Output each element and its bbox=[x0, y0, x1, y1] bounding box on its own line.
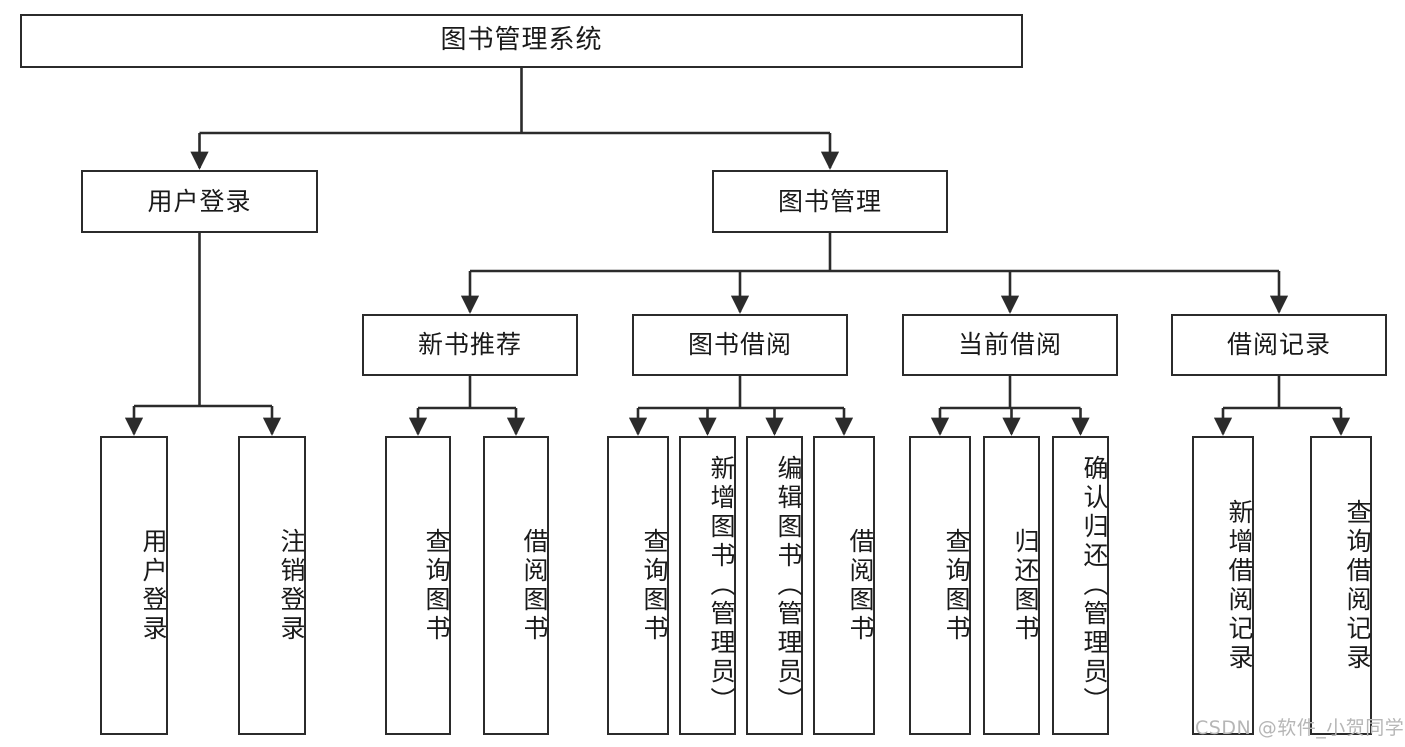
leaf-label: 确认归还（管理员） bbox=[1080, 455, 1109, 716]
level3-node-2[interactable]: 当前借阅 bbox=[902, 314, 1118, 376]
csdn-watermark: CSDN @软件_小贺同学 bbox=[1195, 717, 1405, 739]
leaf-label: 借阅图书 bbox=[520, 527, 549, 644]
leaf-label: 编辑图书（管理员） bbox=[774, 455, 803, 716]
level3-node-3[interactable]: 借阅记录 bbox=[1171, 314, 1387, 376]
leaf-node-4[interactable]: 查询图书 bbox=[607, 436, 669, 735]
leaf-node-1[interactable]: 注销登录 bbox=[238, 436, 306, 735]
leaf-label: 用户登录 bbox=[139, 527, 168, 644]
leaf-label: 注销登录 bbox=[277, 527, 306, 644]
leaf-node-12[interactable]: 查询借阅记录 bbox=[1310, 436, 1372, 735]
leaf-node-10[interactable]: 确认归还（管理员） bbox=[1052, 436, 1109, 735]
leaf-node-3[interactable]: 借阅图书 bbox=[483, 436, 549, 735]
leaf-label: 查询借阅记录 bbox=[1343, 498, 1372, 673]
root-node-system[interactable]: 图书管理系统 bbox=[20, 14, 1023, 68]
level2-node-1[interactable]: 图书管理 bbox=[712, 170, 948, 233]
leaf-label: 查询图书 bbox=[942, 527, 971, 644]
level3-node-0[interactable]: 新书推荐 bbox=[362, 314, 578, 376]
leaf-label: 新增图书（管理员） bbox=[707, 455, 736, 716]
leaf-label: 归还图书 bbox=[1011, 527, 1040, 644]
leaf-label: 查询图书 bbox=[422, 527, 451, 644]
leaf-node-9[interactable]: 归还图书 bbox=[983, 436, 1040, 735]
leaf-label: 查询图书 bbox=[640, 527, 669, 644]
level3-node-1[interactable]: 图书借阅 bbox=[632, 314, 848, 376]
leaf-node-7[interactable]: 借阅图书 bbox=[813, 436, 875, 735]
leaf-label: 借阅图书 bbox=[846, 527, 875, 644]
leaf-node-2[interactable]: 查询图书 bbox=[385, 436, 451, 735]
level2-node-0[interactable]: 用户登录 bbox=[81, 170, 318, 233]
leaf-node-0[interactable]: 用户登录 bbox=[100, 436, 168, 735]
leaf-label: 新增借阅记录 bbox=[1225, 498, 1254, 673]
leaf-node-6[interactable]: 编辑图书（管理员） bbox=[746, 436, 803, 735]
leaf-node-5[interactable]: 新增图书（管理员） bbox=[679, 436, 736, 735]
leaf-node-8[interactable]: 查询图书 bbox=[909, 436, 971, 735]
leaf-node-11[interactable]: 新增借阅记录 bbox=[1192, 436, 1254, 735]
